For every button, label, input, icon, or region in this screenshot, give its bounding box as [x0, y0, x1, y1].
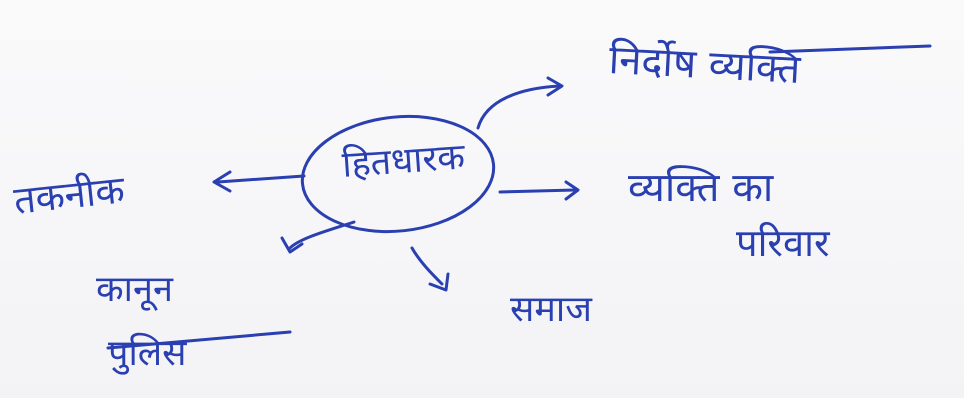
center-ellipse: [300, 114, 496, 234]
branch-innocent-person: निर्दोष व्यक्ति: [607, 37, 802, 93]
arrow-to-technique: [216, 174, 306, 184]
arrow-to-law: [288, 220, 356, 250]
branch-person: व्यक्ति का: [628, 165, 774, 211]
arrowhead-innocent: [546, 76, 564, 97]
underline-police: [106, 330, 292, 350]
arrow-to-person: [498, 188, 577, 194]
branch-law: कानून: [96, 269, 173, 310]
arrow-to-society: [410, 246, 444, 286]
branch-family: परिवार: [736, 221, 830, 265]
arrowhead-law: [280, 236, 304, 254]
center-node-stakeholders: हितधारक: [340, 136, 467, 186]
branch-technique: तकनीक: [11, 167, 127, 223]
branch-society: समाज: [510, 289, 592, 330]
arrowhead-person: [564, 180, 580, 201]
underline-innocent: [768, 44, 932, 54]
arrowhead-society: [428, 272, 450, 292]
arrow-to-innocent: [476, 84, 562, 130]
branch-police: पुलिस: [108, 333, 187, 374]
arrowhead-technique: [212, 170, 232, 193]
